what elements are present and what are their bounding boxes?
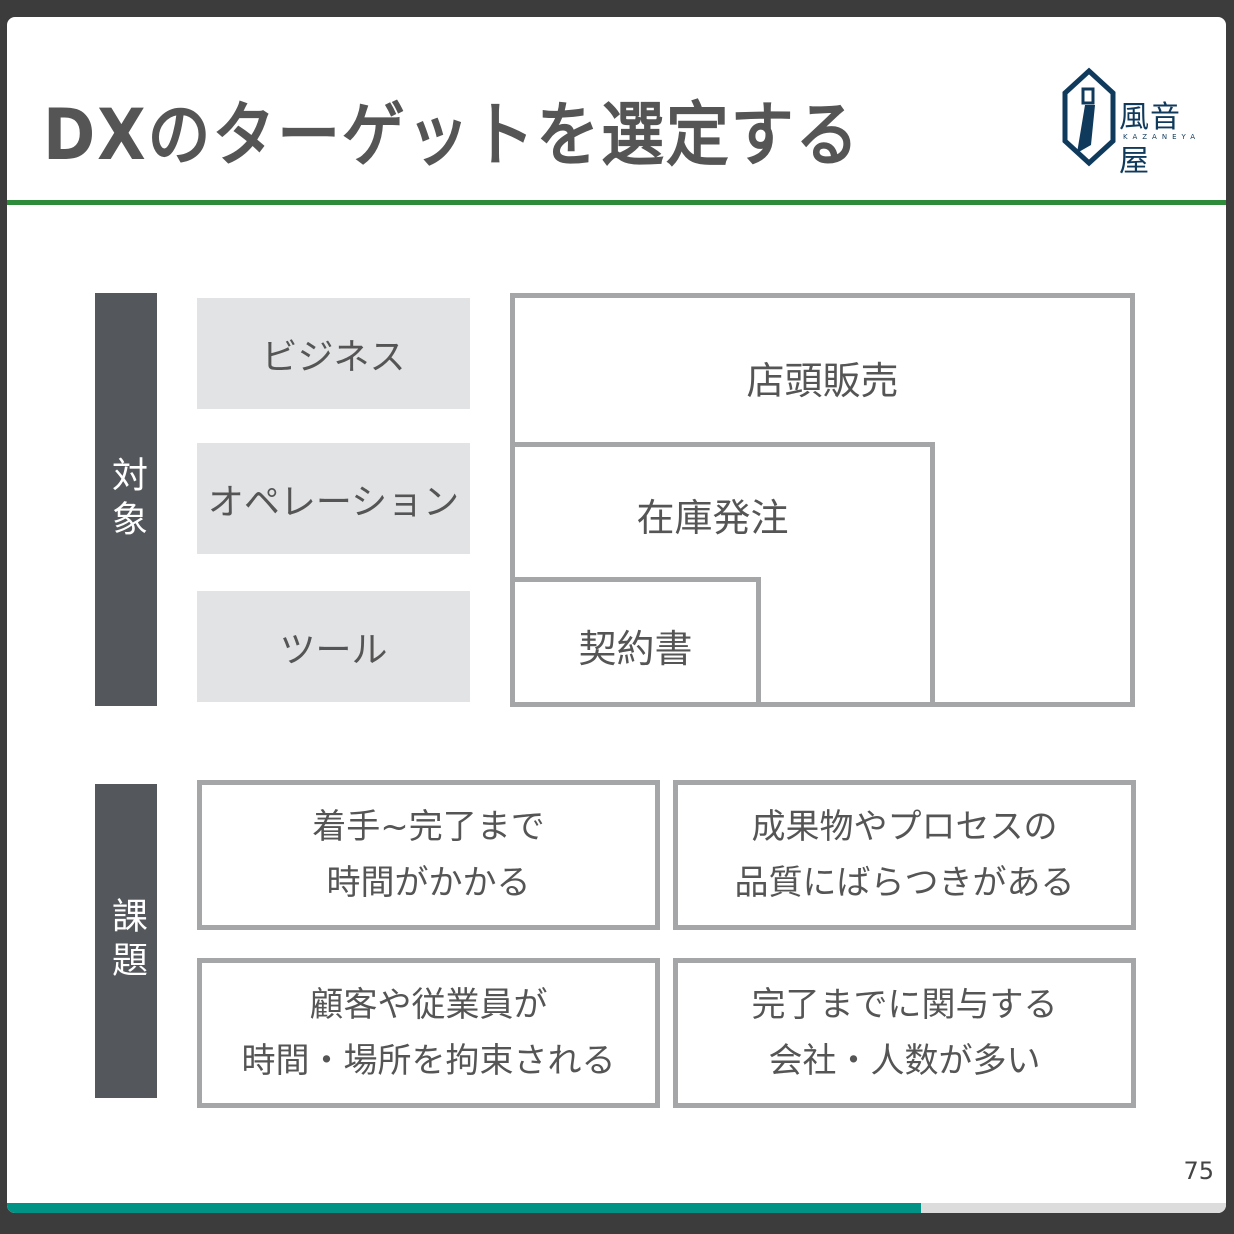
- logo-hexagon-icon: [1062, 67, 1116, 167]
- issue-line: 顧客や従業員が: [309, 985, 548, 1025]
- logo-subtext: KAZANEYA: [1123, 133, 1201, 141]
- scope-label: 店頭販売: [746, 359, 899, 403]
- issue-line: 品質にばらつきがある: [734, 863, 1075, 903]
- kazaneya-logo: 風音屋 KAZANEYA: [1061, 67, 1201, 179]
- issue-card: 完了までに関与する会社・人数が多い: [673, 958, 1136, 1108]
- issue-line: 時間がかかる: [326, 863, 531, 903]
- progress-fill: [7, 1203, 922, 1213]
- target-label: 対象: [95, 293, 157, 706]
- issue-line: 時間・場所を拘束される: [241, 1041, 616, 1081]
- issue-line: 完了までに関与する: [751, 985, 1058, 1025]
- category-operation: オペレーション: [197, 443, 470, 554]
- slide-title: DXのターゲットを選定する: [43, 94, 861, 176]
- issue-card: 着手~完了まで時間がかかる: [197, 780, 660, 930]
- issues-label: 課題: [95, 784, 157, 1098]
- scope-contract: 契約書: [510, 577, 761, 707]
- issue-line: 成果物やプロセスの: [751, 807, 1058, 847]
- page-number: 75: [1183, 1157, 1214, 1185]
- category-business: ビジネス: [197, 298, 470, 409]
- category-tool: ツール: [197, 591, 470, 702]
- scope-label: 在庫発注: [636, 496, 789, 540]
- slide: DXのターゲットを選定する 風音屋 KAZANEYA 対象 ビジネス オペレーシ…: [7, 17, 1226, 1213]
- title-divider: [7, 200, 1226, 205]
- scope-label: 契約書: [578, 627, 693, 671]
- issue-card: 成果物やプロセスの品質にばらつきがある: [673, 780, 1136, 930]
- issue-card: 顧客や従業員が時間・場所を拘束される: [197, 958, 660, 1108]
- issue-line: 着手~完了まで: [312, 807, 545, 847]
- progress-bar: [7, 1203, 1226, 1213]
- issue-line: 会社・人数が多い: [768, 1041, 1041, 1081]
- logo-text: 風音屋: [1119, 100, 1181, 179]
